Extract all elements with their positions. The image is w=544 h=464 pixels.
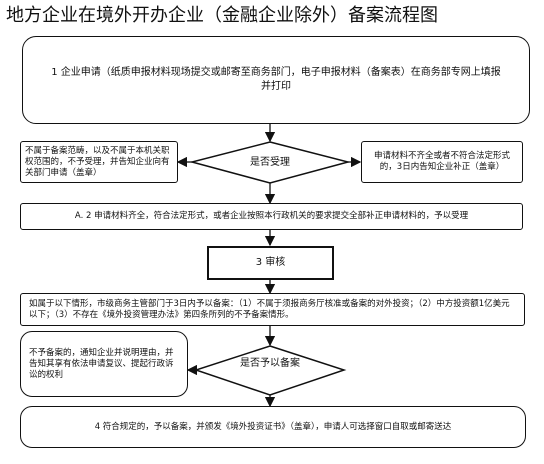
reject-left-text: 不属于备案范畴，以及不属于本机关职权范围的，不予受理，并告知企业向有关部门申请（… — [25, 145, 170, 178]
reject-left-box: 不属于备案范畴，以及不属于本机关职权范围的，不予受理，并告知企业向有关部门申请（… — [20, 141, 178, 183]
step1-text: 1 企业申请（纸质申报材料现场提交或邮寄至商务部门，电子申报材料（备案表）在商务… — [51, 67, 501, 92]
review-box: 3 审核 — [207, 246, 334, 280]
accept-box: A. 2 申请材料齐全，符合法定形式，或者企业按照本行政机关的要求提交全部补正申… — [20, 203, 523, 230]
accept-text: A. 2 申请材料齐全，符合法定形式，或者企业按照本行政机关的要求提交全部补正申… — [74, 211, 469, 221]
conditions-box: 如属于以下情形，市级商务主管部门于3日内予以备案：（1）不属于须报商务厅核准或备… — [20, 293, 525, 326]
decision2-label: 是否予以备案 — [240, 358, 300, 369]
final-box: 4 符合规定的，予以备案，并颁发《境外投资证书》（盖章），申请人可选择窗口自取或… — [20, 406, 526, 448]
review-text: 3 审核 — [255, 257, 286, 268]
decision1-diamond — [189, 141, 351, 184]
decision2-diamond — [193, 345, 347, 396]
notify-right-text: 申请材料不齐全或者不符合法定形式的，3日内告知企业补正（盖章） — [373, 151, 510, 172]
page-title: 地方企业在境外开办企业（金融企业除外）备案流程图 — [6, 5, 438, 26]
decision1-label: 是否受理 — [250, 157, 290, 168]
notify-right-box: 申请材料不齐全或者不符合法定形式的，3日内告知企业补正（盖章） — [361, 141, 523, 183]
reject-bottom-text: 不予备案的，通知企业并说明理由，并告知其享有依法申请复议、提起行政诉讼的权利 — [29, 347, 174, 380]
conditions-text: 如属于以下情形，市级商务主管部门于3日内予以备案：（1）不属于须报商务厅核准或备… — [29, 298, 510, 320]
final-text: 4 符合规定的，予以备案，并颁发《境外投资证书》（盖章），申请人可选择窗口自取或… — [94, 421, 452, 432]
reject-bottom-box: 不予备案的，通知企业并说明理由，并告知其享有依法申请复议、提起行政诉讼的权利 — [20, 331, 188, 397]
step1-box: 1 企业申请（纸质申报材料现场提交或邮寄至商务部门，电子申报材料（备案表）在商务… — [22, 36, 530, 124]
